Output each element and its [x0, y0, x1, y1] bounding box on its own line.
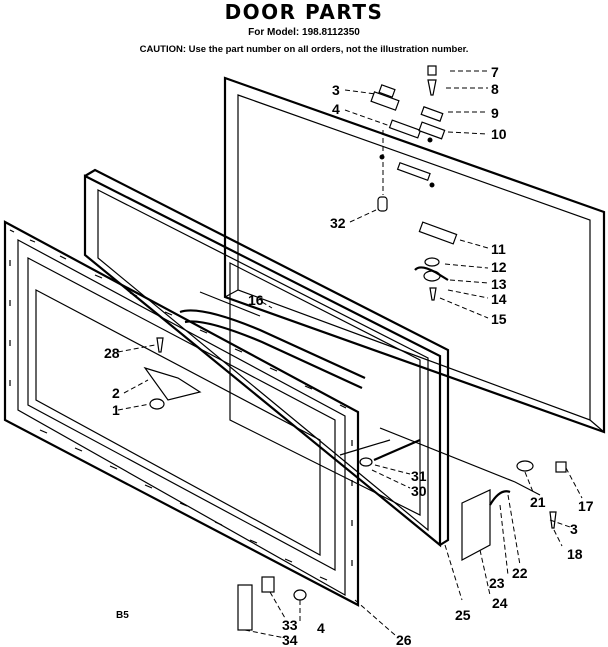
callout-27: 26	[396, 632, 412, 647]
callout-30: 30	[411, 483, 427, 499]
callout-22: 21	[530, 494, 546, 510]
callout-31: 31	[411, 468, 427, 484]
callout-18: 16	[248, 292, 264, 308]
caution-note: CAUTION: Use the part number on all orde…	[139, 44, 469, 55]
leader-lines	[117, 70, 583, 639]
callout-34: 34	[282, 632, 298, 647]
callout-14: 12	[491, 259, 507, 275]
callout-24: 23	[489, 575, 505, 591]
callout-33: 33	[282, 617, 298, 633]
callout-16: 14	[491, 291, 507, 307]
callout-28: 28	[104, 345, 120, 361]
latch-parts	[370, 65, 458, 301]
latch-switch-parts	[237, 576, 307, 631]
door-gasket-frame	[83, 168, 450, 548]
handle-mount-parts	[143, 337, 202, 410]
callout-9: 7	[491, 64, 499, 80]
callout-1: 1	[112, 402, 120, 418]
figure-code: B5	[116, 610, 129, 621]
inner-door-panel	[3, 220, 360, 607]
callout-21: 18	[567, 546, 583, 562]
callout-8: 4	[332, 101, 340, 117]
callout-25: 24	[492, 595, 508, 611]
callout-12: 10	[491, 126, 507, 142]
outer-door-panel	[223, 76, 606, 434]
hinge-parts	[339, 427, 567, 562]
callout-23: 22	[512, 565, 528, 581]
door-handle	[179, 291, 366, 389]
callout-11: 9	[491, 105, 499, 121]
page-title: DOOR PARTS	[224, 0, 384, 24]
callout-17: 15	[491, 311, 507, 327]
callout-4: 4	[317, 620, 325, 636]
callout-labels: 7 8 9 10 3 4 32 11 12 13 14 15 16 28 2 1…	[104, 64, 594, 647]
callout-7: 3	[332, 82, 340, 98]
callout-13: 11	[491, 241, 506, 257]
callout-26: 25	[455, 607, 471, 623]
callout-32: 32	[330, 215, 346, 231]
model-number: For Model: 198.8112350	[248, 27, 360, 38]
callout-3: 3	[570, 521, 578, 537]
callout-15: 13	[491, 276, 507, 292]
callout-2: 2	[112, 385, 120, 401]
callout-10: 8	[491, 81, 499, 97]
callout-19: 17	[578, 498, 594, 514]
